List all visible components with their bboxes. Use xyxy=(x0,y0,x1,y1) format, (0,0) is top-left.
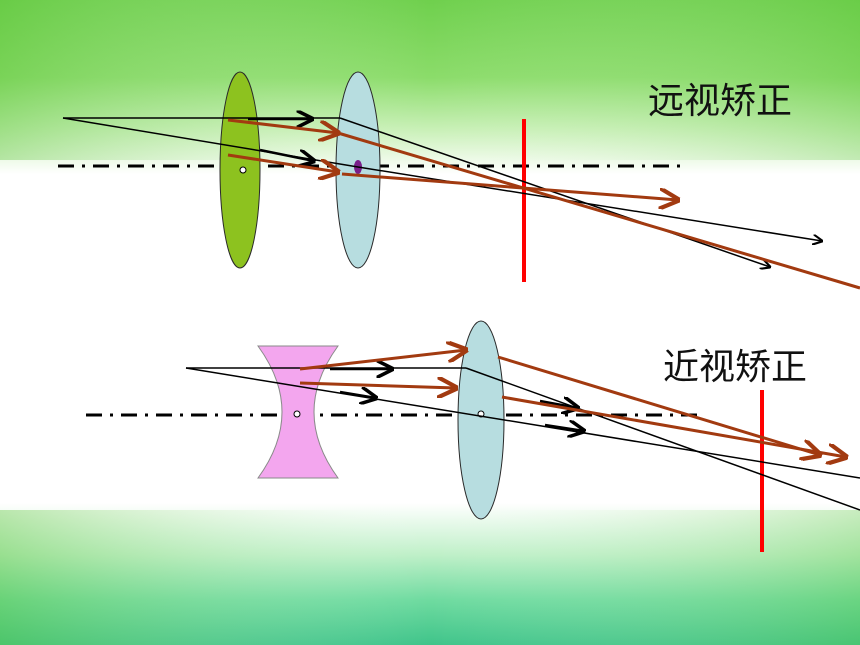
brown-ray-b1 xyxy=(299,350,466,371)
black-ray-incident-b2 xyxy=(185,367,860,479)
black-ray-refracted-1 xyxy=(339,117,770,267)
diverging-lens-center-icon xyxy=(293,410,301,418)
black-ray-arrow-b4 xyxy=(544,425,584,431)
brown-ray-b2-refracted xyxy=(501,395,846,457)
black-ray-refracted-2 xyxy=(357,166,822,241)
black-ray-arrow-b3 xyxy=(539,401,578,408)
myopia-correction-label: 近视矫正 xyxy=(663,347,808,388)
black-ray-arrow-2 xyxy=(259,148,314,161)
background-tint-bottom xyxy=(0,510,860,645)
hyperopia-diagram xyxy=(58,71,860,290)
brown-ray-2 xyxy=(227,153,338,172)
black-ray-arrow-b2 xyxy=(339,392,376,398)
background-tint xyxy=(0,0,860,160)
brown-ray-1 xyxy=(227,118,338,133)
myopia-diagram xyxy=(86,320,860,552)
brown-ray-b1-refracted xyxy=(497,355,820,455)
brown-ray-b2 xyxy=(299,383,456,388)
lens-center-icon xyxy=(239,166,247,174)
brown-ray-1-refracted xyxy=(337,131,860,290)
black-ray-refracted-b1 xyxy=(465,367,860,511)
hyperopia-correction-label: 远视矫正 xyxy=(648,81,793,122)
brown-ray-2-refracted xyxy=(341,172,678,200)
